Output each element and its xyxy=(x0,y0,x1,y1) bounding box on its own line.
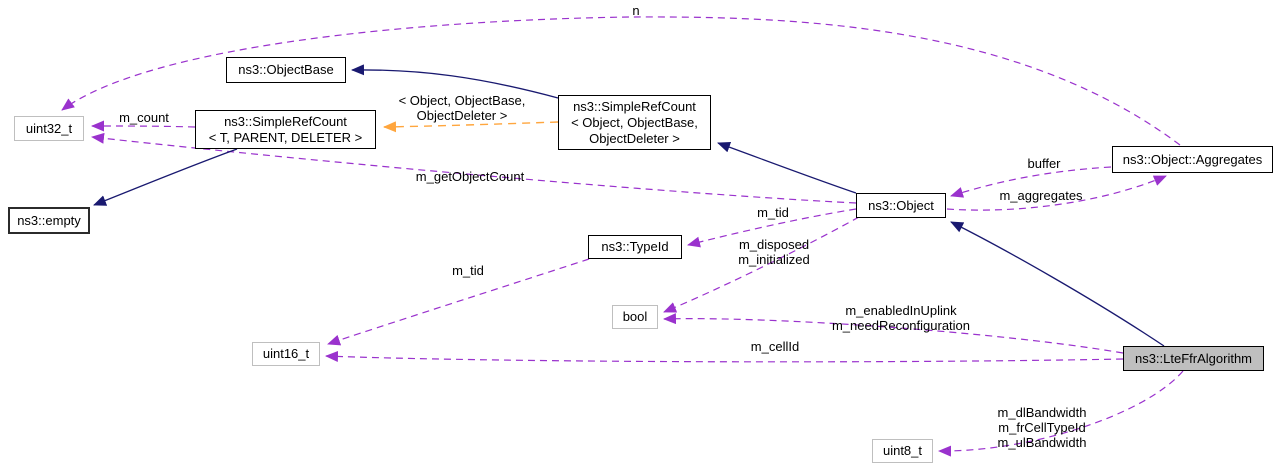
node-ns3-empty[interactable]: ns3::empty xyxy=(8,207,90,234)
edge-label-line: m_ulBandwidth xyxy=(997,435,1087,450)
edge-mcellid-lteffr-to-uint16 xyxy=(325,350,1124,363)
edge-mdisposed-object-to-bool xyxy=(663,216,860,313)
node-label: < Object, ObjectBase, xyxy=(571,114,698,130)
edge-label-m-enabled-reconf: m_enabledInUplink m_needReconfiguration xyxy=(832,303,970,333)
edge-inherit-srct-to-empty xyxy=(93,148,238,206)
node-ns3-typeid[interactable]: ns3::TypeId xyxy=(588,235,682,259)
node-label: ns3::SimpleRefCount xyxy=(573,98,696,114)
edge-label-n: n xyxy=(632,3,640,18)
node-uint8-t[interactable]: uint8_t xyxy=(872,439,933,463)
node-label: ns3::LteFfrAlgorithm xyxy=(1134,350,1253,366)
edge-label-line: < Object, ObjectBase, xyxy=(398,93,526,108)
edge-label-m-bandwidth: m_dlBandwidth m_frCellTypeId m_ulBandwid… xyxy=(998,405,1087,450)
edge-mtid-typeid-to-uint16 xyxy=(327,258,590,346)
node-label: ns3::ObjectBase xyxy=(238,62,334,77)
edge-label-m-aggregates: m_aggregates xyxy=(999,188,1083,203)
edge-n-aggregates-to-uint32 xyxy=(61,16,1181,146)
edge-mbandwidth-lteffr-to-uint8 xyxy=(938,370,1184,457)
edge-label-template-args: < Object, ObjectBase, ObjectDeleter > xyxy=(399,93,526,123)
edge-inherit-object-to-srcobj xyxy=(717,141,857,194)
node-label: ns3::empty xyxy=(17,212,81,228)
node-ns3-object-aggregates[interactable]: ns3::Object::Aggregates xyxy=(1112,146,1273,173)
node-label: ns3::TypeId xyxy=(601,239,669,254)
node-uint16-t[interactable]: uint16_t xyxy=(252,342,320,366)
edge-label-line: m_dlBandwidth xyxy=(997,405,1087,420)
node-label: uint8_t xyxy=(882,443,923,458)
node-ns3-simplerefcount-object[interactable]: ns3::SimpleRefCount < Object, ObjectBase… xyxy=(558,95,711,150)
edge-label-m-getobjectcount: m_getObjectCount xyxy=(415,169,525,184)
edge-label-line: m_needReconfiguration xyxy=(831,318,971,333)
edge-label-line: m_disposed xyxy=(738,237,810,252)
edge-label-m-disposed-initialized: m_disposed m_initialized xyxy=(738,237,810,267)
edge-mcount-src-to-uint32 xyxy=(91,120,196,132)
edge-buffer-aggregates-to-object xyxy=(950,166,1112,198)
edge-mtid-object-to-typeid xyxy=(687,208,857,248)
edge-label-buffer: buffer xyxy=(1027,156,1061,171)
edge-label-line: m_enabledInUplink xyxy=(845,303,957,318)
edge-label-line: ObjectDeleter > xyxy=(416,108,508,123)
edge-inherit-lteffr-to-object xyxy=(950,221,1165,347)
node-label: ns3::Object::Aggregates xyxy=(1122,151,1263,167)
node-ns3-objectbase[interactable]: ns3::ObjectBase xyxy=(226,57,346,83)
edge-template-srcobj-to-srct xyxy=(383,121,559,133)
node-label: ns3::Object xyxy=(868,197,934,213)
node-label: < T, PARENT, DELETER > xyxy=(208,129,363,145)
edge-inherit-srcobj-to-objectbase xyxy=(351,64,559,99)
edge-label-line: m_initialized xyxy=(738,252,810,267)
edge-maggregates-object-to-aggregates xyxy=(946,175,1167,211)
node-label: bool xyxy=(622,309,648,324)
node-label: ObjectDeleter > xyxy=(589,130,680,146)
edge-label-m-cellid: m_cellId xyxy=(750,339,800,354)
node-label: ns3::SimpleRefCount xyxy=(224,113,347,129)
node-ns3-object[interactable]: ns3::Object xyxy=(856,193,946,218)
node-label: uint16_t xyxy=(262,346,310,361)
node-ns3-simplerefcount-template[interactable]: ns3::SimpleRefCount < T, PARENT, DELETER… xyxy=(195,110,376,149)
node-uint32-t[interactable]: uint32_t xyxy=(14,116,84,141)
edge-label-m-count: m_count xyxy=(119,110,169,125)
edge-label-line: m_frCellTypeId xyxy=(998,420,1086,435)
edge-label-m-tid-object: m_tid xyxy=(757,205,789,220)
edge-mgetobjectcount-object-to-uint32 xyxy=(91,132,857,204)
node-bool[interactable]: bool xyxy=(612,305,658,329)
edge-menabled-lteffr-to-bool xyxy=(663,313,1124,354)
node-label: uint32_t xyxy=(25,120,73,136)
node-ns3-lteffralgorithm[interactable]: ns3::LteFfrAlgorithm xyxy=(1123,346,1264,371)
edge-label-m-tid-typeid: m_tid xyxy=(452,263,484,278)
